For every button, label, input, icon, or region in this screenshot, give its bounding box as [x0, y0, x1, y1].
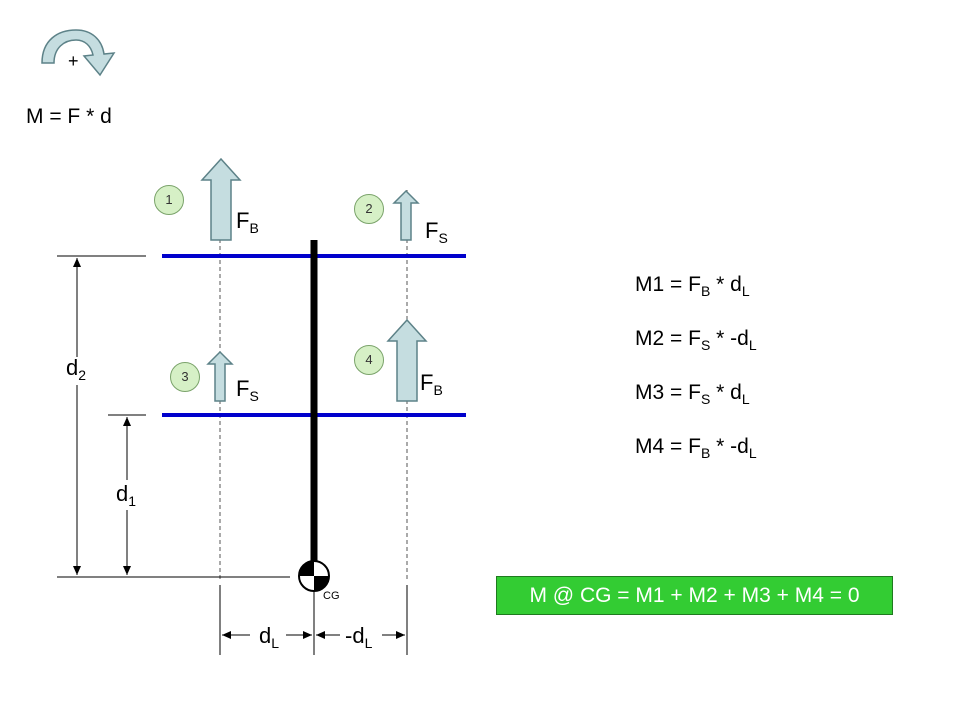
marker-3: 3	[170, 362, 200, 392]
force-label-2: FS	[425, 218, 448, 246]
equation-m2: M2 = FS * -dL	[635, 327, 757, 353]
dL-label: dL	[259, 623, 280, 651]
neg-dL-label: -dL	[345, 623, 373, 651]
force-arrow-4-icon	[386, 318, 428, 402]
rotation-sign-icon	[41, 29, 116, 77]
equation-m3: M3 = FS * dL	[635, 381, 750, 407]
d1-label: d1	[116, 481, 137, 509]
cg-label: CG	[323, 590, 340, 602]
d2-label: d2	[66, 355, 87, 383]
force-arrow-2-icon	[392, 189, 420, 241]
moment-formula: M = F * d	[26, 105, 112, 128]
force-label-1: FB	[236, 208, 259, 236]
marker-1: 1	[154, 185, 184, 215]
equation-m4: M4 = FB * -dL	[635, 435, 757, 461]
force-label-4: FB	[420, 370, 443, 398]
marker-4: 4	[354, 345, 384, 375]
force-arrow-3-icon	[206, 350, 234, 402]
marker-2: 2	[354, 194, 384, 224]
force-arrow-1-icon	[200, 157, 242, 241]
force-label-3: FS	[236, 376, 259, 404]
moment-sum-box: M @ CG = M1 + M2 + M3 + M4 = 0	[496, 576, 893, 615]
cg-symbol-icon	[298, 560, 330, 592]
plus-sign: +	[68, 51, 79, 71]
equation-m1: M1 = FB * dL	[635, 273, 750, 299]
